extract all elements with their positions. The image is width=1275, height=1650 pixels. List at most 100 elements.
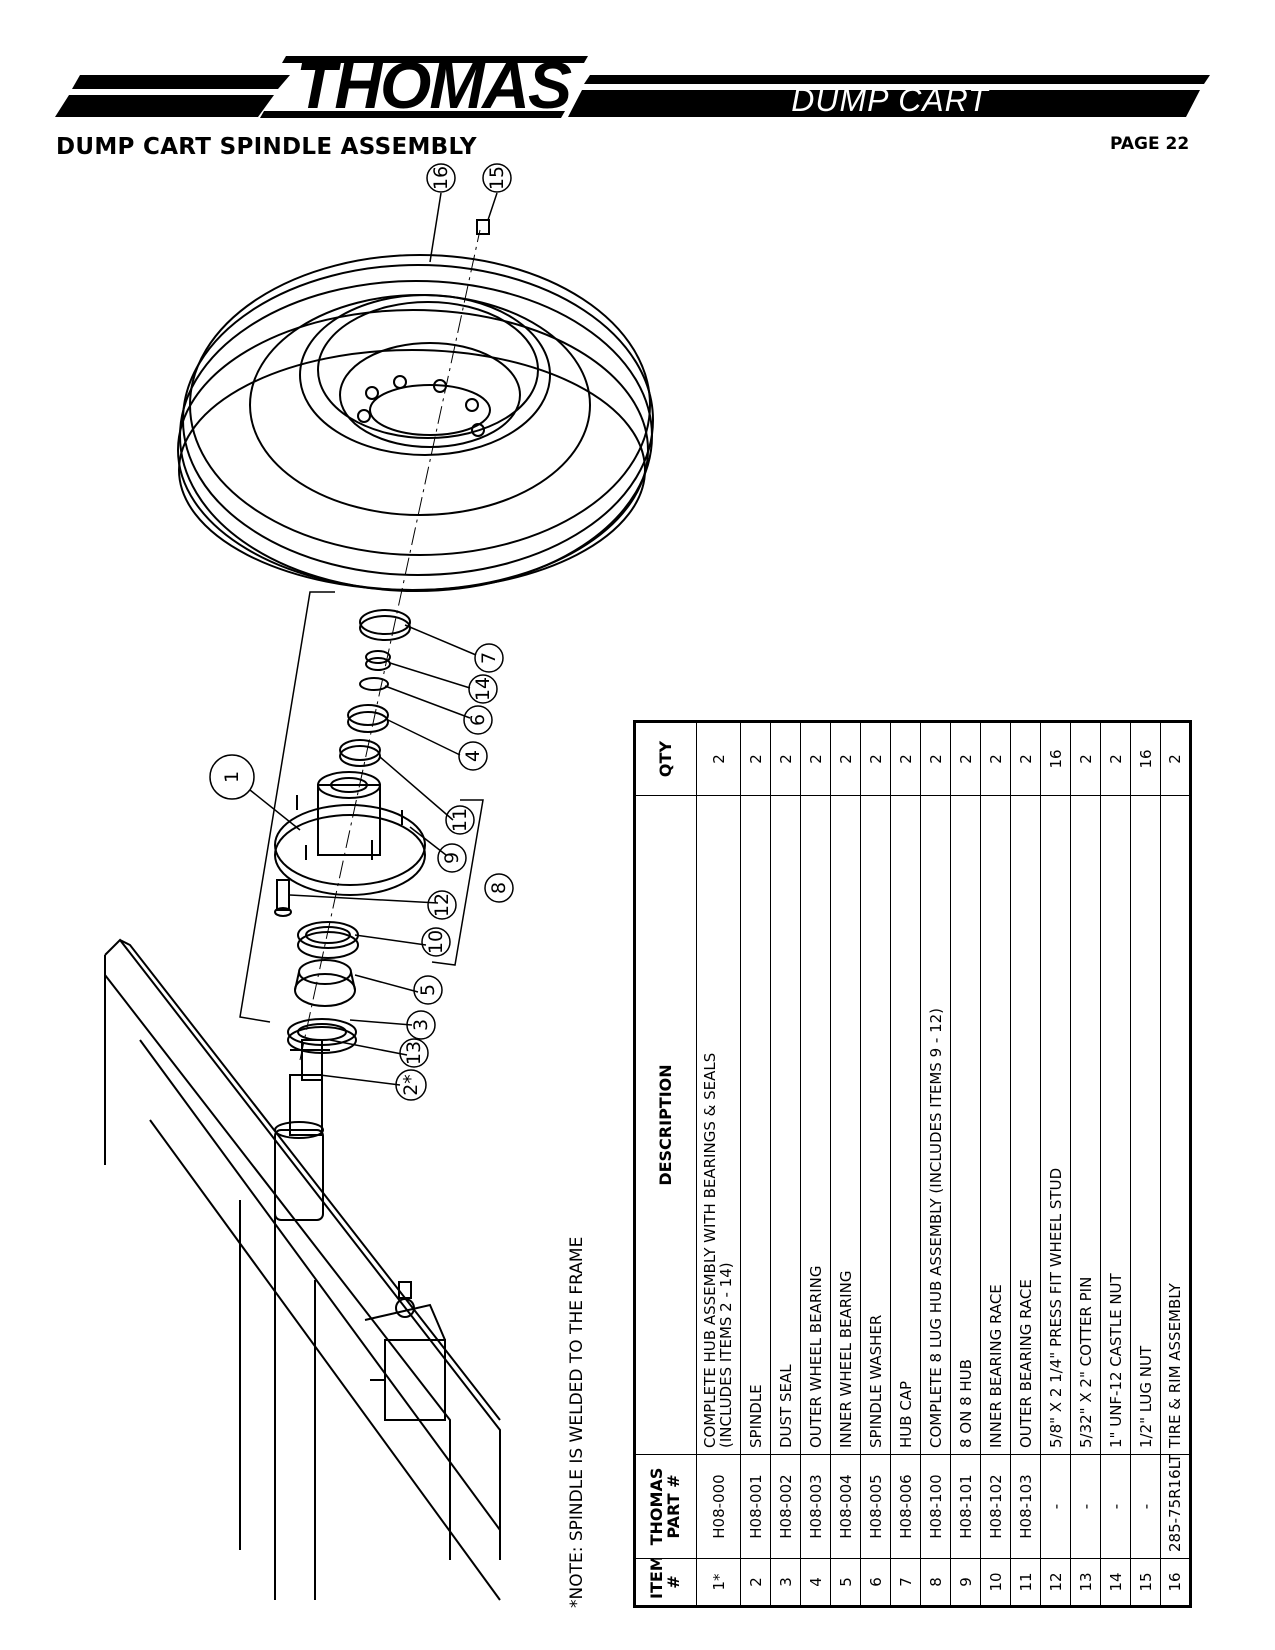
table-cell-part: - [1070, 1454, 1101, 1559]
table-cell-item: 13 [1070, 1558, 1101, 1607]
callout-8: 8 [488, 882, 510, 894]
page-title: DUMP CART SPINDLE ASSEMBLY [56, 134, 477, 160]
callout-13: 13 [403, 1041, 425, 1065]
table-cell-qty: 2 [1160, 721, 1191, 796]
hub [274, 771, 426, 896]
table-cell-part: - [1130, 1454, 1161, 1559]
callout-10: 10 [425, 930, 447, 954]
table-cell-item: 16 [1160, 1558, 1191, 1607]
table-cell-part: H08-000 [696, 1454, 741, 1559]
outer-race [339, 739, 381, 767]
wheel-stud [274, 879, 292, 917]
table-cell-item: 5 [830, 1558, 861, 1607]
table-cell-item: 4 [800, 1558, 831, 1607]
callout-11: 11 [449, 808, 471, 832]
table-cell-part: H08-003 [800, 1454, 831, 1559]
table-cell-qty: 2 [696, 721, 741, 796]
table-cell-qty: 2 [950, 721, 981, 796]
table-cell-qty: 2 [740, 721, 771, 796]
table-cell-item: 15 [1130, 1558, 1161, 1607]
table-cell-qty: 2 [770, 721, 801, 796]
callout-9: 9 [441, 852, 463, 864]
parts-table-wrapper: ITEM # THOMAS PART # DESCRIPTION QTY 1*H… [633, 720, 1192, 1608]
table-cell-qty: 2 [890, 721, 921, 796]
spindle-note: *NOTE: SPINDLE IS WELDED TO THE FRAME [567, 1236, 587, 1608]
table-cell-item: 3 [770, 1558, 801, 1607]
header-banner [55, 56, 1210, 118]
table-cell-part: H08-102 [980, 1454, 1011, 1559]
table-cell-item: 9 [950, 1558, 981, 1607]
tire-and-rim [177, 254, 654, 592]
table-cell-description: 8 ON 8 HUB [950, 795, 981, 1455]
table-cell-item: 7 [890, 1558, 921, 1607]
callout-3: 3 [410, 1019, 432, 1031]
table-cell-qty: 2 [1100, 721, 1131, 796]
castle-nut [365, 650, 391, 671]
page-number: PAGE 22 [1110, 134, 1190, 154]
callout-5: 5 [417, 984, 439, 996]
table-cell-item: 8 [920, 1558, 951, 1607]
col-header-part: THOMAS PART # [634, 1454, 697, 1559]
table-cell-qty: 2 [920, 721, 951, 796]
table-cell-part: H08-103 [1010, 1454, 1041, 1559]
table-cell-qty: 2 [800, 721, 831, 796]
table-cell-part: H08-100 [920, 1454, 951, 1559]
table-cell-item: 1* [696, 1558, 741, 1607]
product-name: DUMP CART [791, 82, 989, 118]
callout-2: 2* [400, 1074, 422, 1096]
table-cell-description: COMPLETE HUB ASSEMBLY WITH BEARINGS & SE… [696, 795, 741, 1455]
table-cell-part: H08-001 [740, 1454, 771, 1559]
table-cell-qty: 2 [1070, 721, 1101, 796]
outer-bearing [347, 704, 389, 733]
table-cell-qty: 2 [860, 721, 891, 796]
table-cell-description: DUST SEAL [770, 795, 801, 1455]
table-cell-part: 285-75R16LT [1160, 1454, 1191, 1559]
table-cell-part: H08-006 [890, 1454, 921, 1559]
table-cell-description: 1" UNF-12 CASTLE NUT [1100, 795, 1131, 1455]
table-cell-description: OUTER WHEEL BEARING [800, 795, 831, 1455]
table-cell-item: 10 [980, 1558, 1011, 1607]
callout-15: 15 [486, 166, 508, 190]
table-cell-description: COMPLETE 8 LUG HUB ASSEMBLY (INCLUDES IT… [920, 795, 951, 1455]
table-cell-part: H08-005 [860, 1454, 891, 1559]
table-cell-description: OUTER BEARING RACE [1010, 795, 1041, 1455]
table-cell-qty: 16 [1040, 721, 1071, 796]
table-cell-qty: 2 [1010, 721, 1041, 796]
callout-14: 14 [472, 677, 494, 701]
hub-cap [359, 609, 411, 641]
table-cell-item: 12 [1040, 1558, 1071, 1607]
table-cell-description: SPINDLE WASHER [860, 795, 891, 1455]
spindle-washer [359, 677, 389, 691]
table-cell-item: 6 [860, 1558, 891, 1607]
table-cell-qty: 2 [830, 721, 861, 796]
table-cell-description: INNER BEARING RACE [980, 795, 1011, 1455]
callout-12: 12 [431, 893, 453, 917]
table-cell-item: 14 [1100, 1558, 1131, 1607]
table-cell-description: INNER WHEEL BEARING [830, 795, 861, 1455]
inner-race [297, 921, 359, 959]
callout-1: 1 [221, 771, 243, 783]
frame [104, 938, 501, 1601]
table-cell-qty: 2 [980, 721, 1011, 796]
inner-bearing [294, 959, 356, 1007]
col-header-item: ITEM # [634, 1558, 697, 1607]
col-header-qty: QTY [634, 721, 697, 796]
callout-16: 16 [430, 166, 452, 190]
table-cell-description: SPINDLE [740, 795, 771, 1455]
lug-nut [476, 219, 490, 235]
dust-seal [287, 1018, 357, 1054]
table-cell-part: H08-004 [830, 1454, 861, 1559]
